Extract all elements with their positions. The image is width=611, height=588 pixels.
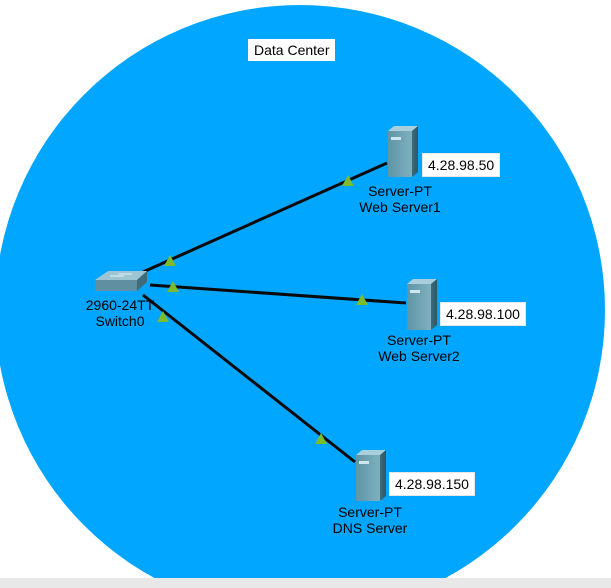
device-model: Server-PT	[368, 183, 432, 199]
port-status-indicator	[157, 311, 169, 322]
port-status-indicator	[167, 281, 179, 292]
device-name: Switch0	[95, 313, 145, 329]
device-name: Web Server2	[378, 348, 460, 364]
ip-label-web-server2: 4.28.98.100	[440, 302, 526, 326]
device-label-switch0[interactable]: 2960-24TT Switch0	[75, 297, 165, 329]
server-icon[interactable]	[388, 126, 418, 177]
device-name: DNS Server	[332, 520, 408, 536]
port-status-indicator	[164, 255, 176, 266]
port-status-indicator	[315, 433, 327, 444]
device-model: 2960-24TT	[85, 297, 155, 313]
device-model: Server-PT	[387, 332, 451, 348]
switch-icon[interactable]	[95, 271, 147, 291]
port-status-indicator	[342, 175, 354, 186]
ip-label-dns-server: 4.28.98.150	[389, 472, 475, 496]
server-icon[interactable]	[407, 279, 437, 330]
server-icon[interactable]	[356, 450, 386, 501]
device-model: Server-PT	[338, 504, 402, 520]
link-switch0-dns-server[interactable]	[142, 293, 356, 464]
device-label-dns-server[interactable]: Server-PT DNS Server	[320, 504, 420, 536]
area-label[interactable]: Data Center	[248, 39, 336, 61]
port-status-indicator	[356, 294, 368, 305]
device-name: Web Server1	[359, 199, 441, 215]
ip-label-web-server1: 4.28.98.50	[422, 153, 501, 177]
device-label-web-server2[interactable]: Server-PT Web Server2	[369, 332, 469, 364]
device-label-web-server1[interactable]: Server-PT Web Server1	[350, 183, 450, 215]
canvas-bottom-edge	[0, 578, 611, 588]
